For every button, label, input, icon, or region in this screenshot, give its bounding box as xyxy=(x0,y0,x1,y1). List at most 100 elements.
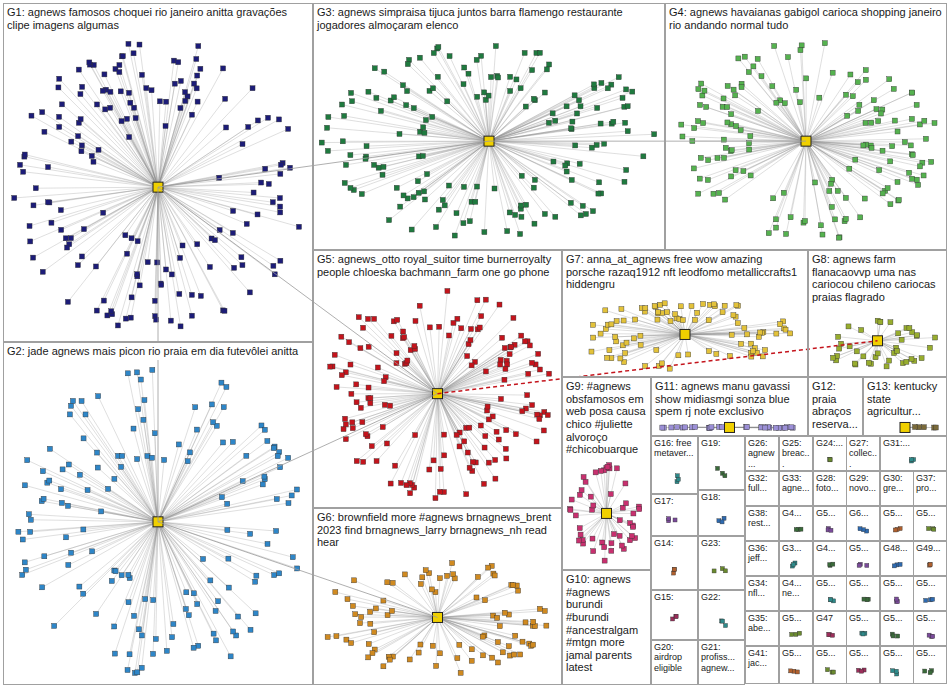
network-edge xyxy=(838,337,877,341)
network-vertex xyxy=(272,573,277,578)
network-vertex xyxy=(827,189,832,194)
network-vertex xyxy=(465,354,470,359)
network-vertex xyxy=(255,212,260,217)
network-edge xyxy=(806,121,895,142)
network-vertex xyxy=(847,166,852,171)
network-vertex xyxy=(475,94,480,99)
network-vertex xyxy=(522,339,527,344)
network-edge xyxy=(806,98,819,141)
network-vertex xyxy=(531,96,536,101)
network-vertex xyxy=(701,301,706,306)
network-vertex xyxy=(591,82,596,87)
network-vertex xyxy=(274,497,279,502)
network-vertex xyxy=(605,355,610,360)
network-edge xyxy=(685,334,751,356)
network-edge xyxy=(354,141,489,190)
network-edge xyxy=(742,87,806,141)
network-vertex xyxy=(576,98,581,103)
network-vertex xyxy=(621,318,626,323)
network-vertex xyxy=(189,313,194,318)
network-vertex xyxy=(16,529,21,534)
network-edge xyxy=(383,617,437,666)
network-edge xyxy=(489,106,628,141)
network-vertex xyxy=(117,63,122,68)
network-vertex xyxy=(354,400,359,405)
network-vertex xyxy=(434,225,439,230)
network-edge xyxy=(438,585,513,617)
network-vertex xyxy=(497,302,502,307)
network-edge xyxy=(158,522,231,657)
network-vertex xyxy=(141,417,146,422)
network-vertex xyxy=(77,584,82,589)
network-edge xyxy=(438,394,537,442)
network-edge xyxy=(158,452,279,522)
network-vertex xyxy=(67,412,72,417)
network-vertex xyxy=(85,488,90,493)
network-vertex xyxy=(57,114,62,119)
network-edge xyxy=(409,60,489,141)
network-vertex xyxy=(564,169,569,174)
network-vertex xyxy=(163,123,168,128)
network-vertex xyxy=(125,667,130,672)
network-edge xyxy=(438,291,448,394)
network-vertex xyxy=(662,301,667,306)
network-vertex xyxy=(101,298,106,303)
network-vertex xyxy=(65,503,70,508)
network-edge xyxy=(158,522,293,557)
network-vertex xyxy=(569,177,574,182)
network-vertex xyxy=(56,85,61,90)
network-edge xyxy=(66,522,158,538)
network-edge xyxy=(391,101,489,142)
network-edge xyxy=(806,141,911,145)
network-vertex xyxy=(498,362,503,367)
network-vertex xyxy=(772,43,777,48)
network-vertex xyxy=(359,615,364,620)
network-vertex xyxy=(109,578,114,583)
network-vertex xyxy=(720,104,725,109)
network-edge xyxy=(383,141,489,175)
network-vertex xyxy=(332,352,337,357)
network-vertex xyxy=(91,159,96,164)
network-edge xyxy=(26,522,158,570)
network-vertex xyxy=(109,309,114,314)
network-vertex xyxy=(454,432,459,437)
network-vertex xyxy=(270,200,275,205)
network-vertex xyxy=(334,384,339,389)
network-vertex xyxy=(106,486,111,491)
network-vertex xyxy=(770,84,775,89)
network-vertex xyxy=(475,298,480,303)
network-edge xyxy=(438,617,498,662)
network-vertex xyxy=(880,191,885,196)
network-vertex xyxy=(271,446,276,451)
network-vertex xyxy=(417,55,422,60)
network-vertex xyxy=(442,203,447,208)
network-edge xyxy=(438,577,478,618)
network-vertex xyxy=(739,341,744,346)
network-vertex xyxy=(733,93,738,98)
network-vertex xyxy=(411,195,416,200)
network-edge xyxy=(158,59,196,187)
network-vertex xyxy=(198,66,203,71)
network-vertex xyxy=(820,232,825,237)
network-edge xyxy=(736,141,806,170)
network-vertex xyxy=(725,83,730,88)
network-edge xyxy=(489,141,507,231)
network-vertex xyxy=(253,579,258,584)
network-vertex xyxy=(63,236,68,241)
network-vertex xyxy=(435,74,440,79)
network-vertex xyxy=(289,493,294,498)
network-vertex xyxy=(123,316,128,321)
network-vertex xyxy=(818,223,823,228)
network-vertex xyxy=(66,562,71,567)
network-vertex xyxy=(788,215,793,220)
network-vertex xyxy=(364,144,369,149)
network-vertex xyxy=(354,459,359,464)
network-vertex xyxy=(570,119,575,124)
network-vertex xyxy=(68,236,73,241)
network-edge xyxy=(685,334,753,351)
network-vertex xyxy=(240,263,245,268)
network-vertex xyxy=(57,124,62,129)
network-edge xyxy=(158,120,258,187)
network-vertex xyxy=(79,399,84,404)
network-vertex xyxy=(328,364,333,369)
